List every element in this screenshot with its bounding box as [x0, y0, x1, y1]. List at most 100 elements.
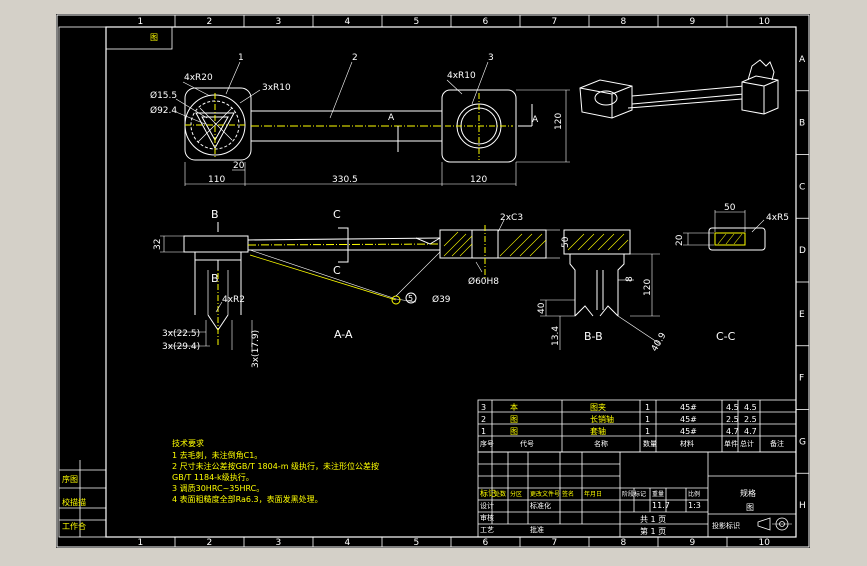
bom-cell-r3-c5: 45# — [680, 427, 697, 436]
view-label-bb: B-B — [584, 330, 603, 343]
bom-header-8: 备注 — [770, 439, 784, 448]
zone-top-3: 3 — [276, 17, 282, 27]
zone-bottom-1: 1 — [138, 538, 144, 548]
zone-right-G: G — [799, 437, 806, 447]
notes-line-4: 3 调质30HRC~35HRC。 — [172, 483, 264, 493]
bom-cell-r2-c3: 长销轴 — [590, 414, 614, 424]
bb-view — [540, 229, 661, 350]
label-r2: 4xR2 — [222, 295, 245, 305]
bom-table — [477, 399, 797, 453]
tb-scale-label: 比例 — [688, 490, 700, 498]
corner-label: 图 — [150, 33, 158, 42]
outer-border — [56, 14, 810, 548]
zone-right-D: D — [799, 246, 806, 256]
bom-cell-r3-c1: 1 — [481, 427, 486, 436]
dim-120a: 120 — [470, 175, 487, 185]
zone-top-7: 7 — [552, 17, 558, 27]
side-label-1: 序图 — [62, 474, 78, 484]
projection-symbol-icon — [757, 517, 792, 531]
bom-cell-r3-c2: 图 — [510, 427, 518, 436]
part-label-3: 3 — [488, 53, 494, 63]
tb-sheet-total: 共 1 页 — [640, 515, 666, 524]
dim-110: 110 — [208, 175, 225, 185]
tb-name-header: 规格 — [740, 488, 756, 498]
top-view-labels: 4xR20 3xR10 4xR10 Ø15.5 Ø92.4 110 330.5 … — [150, 53, 564, 185]
tb-weight-label: 重量 — [652, 490, 664, 498]
tb-label-count: 处数 — [494, 490, 506, 498]
zone-top-9: 9 — [690, 17, 696, 27]
section-c1: C — [333, 208, 341, 221]
section-a2: A — [532, 115, 539, 125]
view-label-aa: A-A — [334, 328, 353, 341]
zone-right-B: B — [799, 119, 805, 129]
tb-approve: 批准 — [530, 525, 544, 534]
dim-32: 32 — [153, 239, 163, 250]
title-block — [477, 451, 797, 538]
dim-40: 40 — [537, 302, 547, 314]
bom-cell-r1-c5: 45# — [680, 403, 697, 412]
bom-cell-r1-c3: 图夹 — [590, 402, 606, 412]
zone-right-H: H — [799, 501, 806, 511]
label-r20: 4xR20 — [184, 73, 213, 83]
zone-top-6: 6 — [483, 17, 489, 27]
bom-header-4: 数量 — [643, 439, 657, 448]
view-label-cc: C-C — [716, 330, 736, 343]
section-b1: B — [211, 208, 219, 221]
bom-cell-r2-c2: 图 — [510, 415, 518, 424]
bom-header-row: 序号代号名称数量材料单件总计备注 — [480, 439, 784, 448]
bom-header-6: 单件 — [724, 439, 738, 448]
technical-notes: 技术要求 1 去毛刺，未注倒角C1。 2 尺寸未注公差按GB/T 1804-m … — [172, 438, 379, 504]
notes-title: 技术要求 — [172, 438, 204, 448]
bom-cell-r3-c6: 4.7 — [726, 427, 739, 436]
bom-cell-r2-c1: 2 — [481, 415, 486, 424]
zone-bottom-6: 6 — [483, 538, 489, 548]
label-d225: 3x(22.5) — [162, 329, 200, 339]
zone-bottom-2: 2 — [207, 538, 213, 548]
section-a1: A — [388, 113, 395, 123]
tb-check: 审核 — [480, 513, 494, 522]
bom-cell-r3-c3: 套轴 — [590, 426, 606, 436]
bom-header-1: 序号 — [480, 439, 494, 448]
dim-8: 8 — [625, 276, 635, 282]
zone-top-1: 1 — [138, 17, 144, 27]
notes-line-2: 2 尺寸未注公差按GB/T 1804-m 级执行，未注形位公差按 — [172, 461, 379, 471]
top-view — [175, 61, 570, 186]
label-d179: 3x(17.9) — [251, 330, 261, 368]
tb-std: 标准化 — [530, 501, 551, 510]
zone-bottom-5: 5 — [414, 538, 420, 548]
label-d294: 3x(29.4) — [162, 342, 200, 352]
section-c2: C — [333, 264, 341, 277]
front-view — [160, 219, 560, 350]
bom-header-3: 名称 — [594, 439, 608, 448]
part-label-2: 2 — [352, 53, 358, 63]
tb-stage: 阶段标记 — [622, 490, 646, 498]
bom-cell-r2-c5: 45# — [680, 415, 697, 424]
bom-cell-r1-c2: 本 — [510, 402, 518, 412]
tb-label-date: 年月日 — [584, 490, 602, 498]
tb-label-mark: 标记 — [480, 488, 496, 498]
label-d60: Ø60H8 — [468, 276, 499, 287]
tb-sheet-no: 第 1 页 — [640, 526, 666, 536]
cc-view-labels: 50 20 4xR5 C-C — [675, 203, 789, 343]
tb-process: 工艺 — [480, 526, 494, 534]
side-label-2: 校描描 — [62, 497, 86, 507]
bom-cell-r1-c7: 4.5 — [744, 403, 757, 412]
tb-label-docno: 更改文件号 — [530, 490, 560, 498]
zone-bottom-9: 9 — [690, 538, 696, 548]
notes-line-5: 4 表面粗糙度全部Ra6.3，表面发黑处理。 — [172, 494, 323, 504]
zone-right-C: C — [799, 182, 805, 192]
bom-cell-r2-c6: 2.5 — [726, 415, 739, 424]
title-block-text: 标记 处数 分区 更改文件号 签名 年月日 设计 标准化 审核 工艺 批准 阶段… — [480, 488, 756, 536]
bom-cell-r2-c4: 1 — [645, 415, 650, 424]
zone-top-8: 8 — [621, 17, 627, 27]
zone-right-A: A — [799, 55, 806, 65]
zone-right-F: F — [799, 374, 804, 384]
zone-bottom-3: 3 — [276, 538, 282, 548]
dim-134: 13.4 — [551, 326, 561, 346]
zone-ticks — [174, 15, 809, 547]
zone-top-5: 5 — [414, 17, 420, 27]
label-d924: Ø92.4 — [150, 105, 177, 116]
